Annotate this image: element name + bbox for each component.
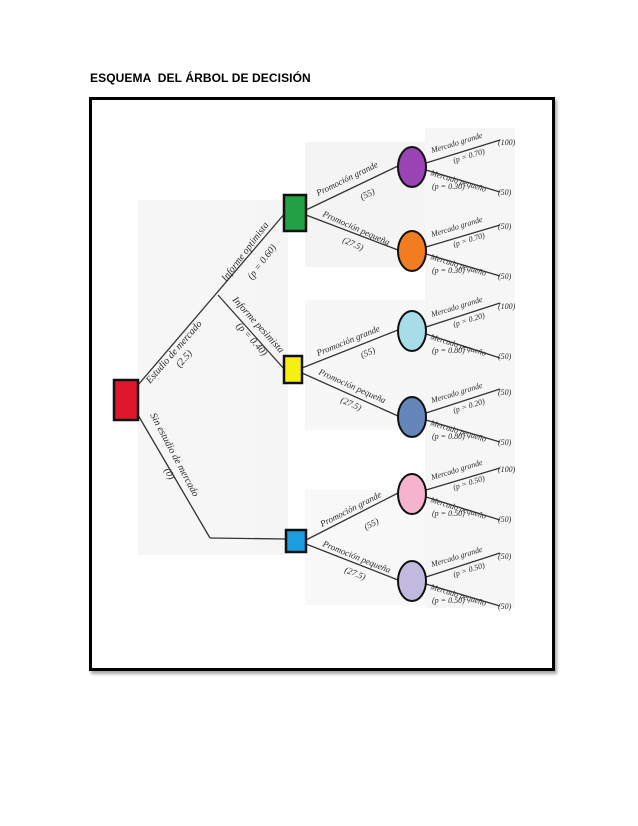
branch-study — [137, 211, 287, 386]
branch-o4-large — [425, 388, 501, 414]
branch-d1-big — [305, 165, 399, 211]
outcome-6-large-value: (50) — [498, 552, 512, 561]
outcome-5-large-value: (100) — [498, 465, 516, 474]
branch-o1-small — [425, 169, 501, 193]
outcome-3-small-prob: (p = 0.80) — [432, 346, 465, 355]
outcome-2-small-value: (50) — [498, 272, 512, 281]
outcome-2-large-value: (50) — [498, 222, 512, 231]
value-no-study: (0) — [161, 466, 177, 482]
branch-o4-small — [425, 419, 501, 443]
outcome-1-small-prob: (p = 0.30) — [432, 182, 465, 191]
branch-d2-small — [301, 372, 399, 417]
branch-o6-small — [425, 583, 501, 607]
branch-o3-small — [425, 333, 501, 359]
chance-node-5 — [397, 473, 427, 515]
branch-d2-big — [301, 329, 399, 369]
decision-node-optimistic — [282, 193, 308, 233]
outcome-6-small-prob: (p = 0.50) — [432, 596, 465, 605]
outcome-1-small-value: (50) — [498, 188, 512, 197]
decision-node-no-study — [284, 528, 308, 554]
chance-node-4 — [397, 396, 427, 438]
branch-d1-small — [305, 214, 399, 251]
outcome-6-small-value: (50) — [498, 602, 512, 611]
outcome-1-large-value: (100) — [498, 138, 516, 147]
root-decision-node — [112, 378, 140, 422]
decision-node-pessimistic — [282, 354, 304, 385]
outcome-5-small-prob: (p = 0.50) — [432, 509, 465, 518]
outcome-4-large-value: (50) — [498, 388, 512, 397]
outcome-3-large-value: (100) — [498, 302, 516, 311]
outcome-3-small-value: (50) — [498, 352, 512, 361]
chance-node-6 — [397, 560, 427, 602]
branches — [137, 139, 501, 607]
page-title: ESQUEMA DEL ÁRBOL DE DECISIÓN — [90, 71, 311, 85]
branch-pessimistic — [217, 294, 286, 371]
branch-o5-small — [425, 496, 501, 521]
branch-no-study — [137, 414, 211, 539]
chance-node-2 — [397, 230, 427, 272]
chance-node-3 — [397, 310, 427, 352]
outcome-4-small-value: (50) — [498, 438, 512, 447]
branch-o6-large — [425, 552, 501, 578]
outcome-2-small-prob: (p = 0.30) — [432, 266, 465, 275]
outcome-5-small-value: (50) — [498, 515, 512, 524]
branch-o3-large — [425, 302, 501, 328]
branch-o5-large — [425, 467, 501, 491]
branch-o2-small — [425, 253, 501, 277]
chance-node-1 — [397, 146, 427, 188]
branch-o1-large — [425, 139, 501, 164]
branch-no-study-tail — [209, 537, 287, 540]
branch-d3-small — [305, 543, 399, 581]
branch-o2-large — [425, 224, 501, 248]
outcome-4-small-prob: (p = 0.80) — [432, 432, 465, 441]
branch-d3-big — [305, 492, 399, 541]
